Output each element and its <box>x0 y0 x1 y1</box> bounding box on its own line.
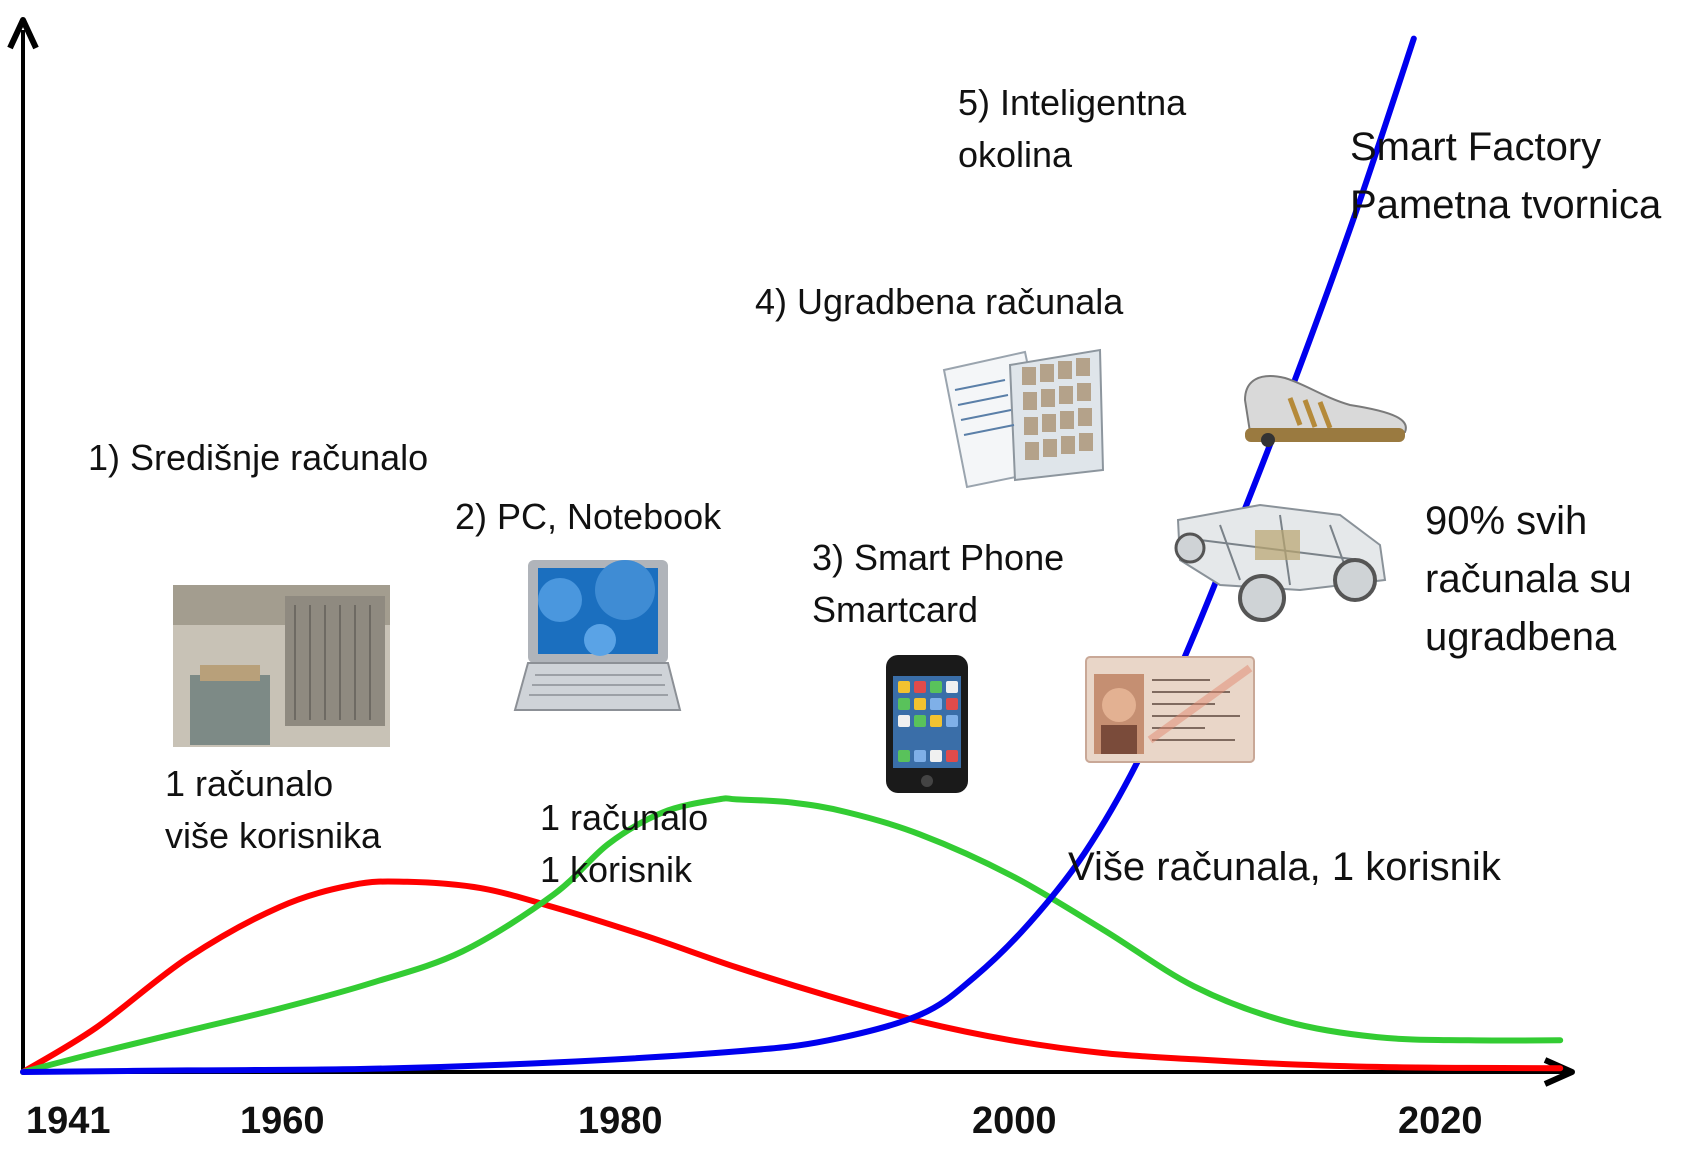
embedded-chips-sheet-image <box>942 348 1105 489</box>
era-3-label: 3) Smart Phone Smartcard <box>812 537 1065 630</box>
mainframe-curve <box>20 878 1564 1075</box>
x-tick-label: 1960 <box>240 1100 325 1142</box>
x-axis-arrow-icon <box>1543 1057 1575 1087</box>
era-5-label: 5) Inteligentna okolina <box>958 82 1187 175</box>
laptop-image <box>513 560 682 711</box>
x-tick-label: 2020 <box>1398 1100 1483 1142</box>
mainframe-computer-image <box>173 585 390 747</box>
smartphone-image <box>886 655 968 793</box>
x-tick-label: 1980 <box>578 1100 663 1142</box>
era-4-label: 4) Ugradbena računala <box>755 281 1124 322</box>
car-chassis-image <box>1174 503 1387 622</box>
pc-curve <box>20 795 1564 1075</box>
sneaker-image <box>1243 375 1407 447</box>
embedded-share-label: 90% svih računala su ugradbena <box>1425 499 1632 659</box>
era-2-users-label: 1 računalo 1 korisnik <box>540 797 709 890</box>
era-3-users-label: Više računala, 1 korisnik <box>1068 845 1501 889</box>
era-1-users-label: 1 računalo više korisnika <box>165 763 382 856</box>
era-1-label: 1) Središnje računalo <box>88 437 429 478</box>
x-tick-label: 2000 <box>972 1100 1057 1142</box>
era-2-label: 2) PC, Notebook <box>455 496 722 537</box>
y-axis-arrow-icon <box>7 17 39 50</box>
smart-factory-label: Smart Factory Pametna tvornica <box>1350 125 1662 227</box>
x-tick-label: 1941 <box>26 1100 111 1142</box>
id-card-image <box>1085 656 1255 763</box>
